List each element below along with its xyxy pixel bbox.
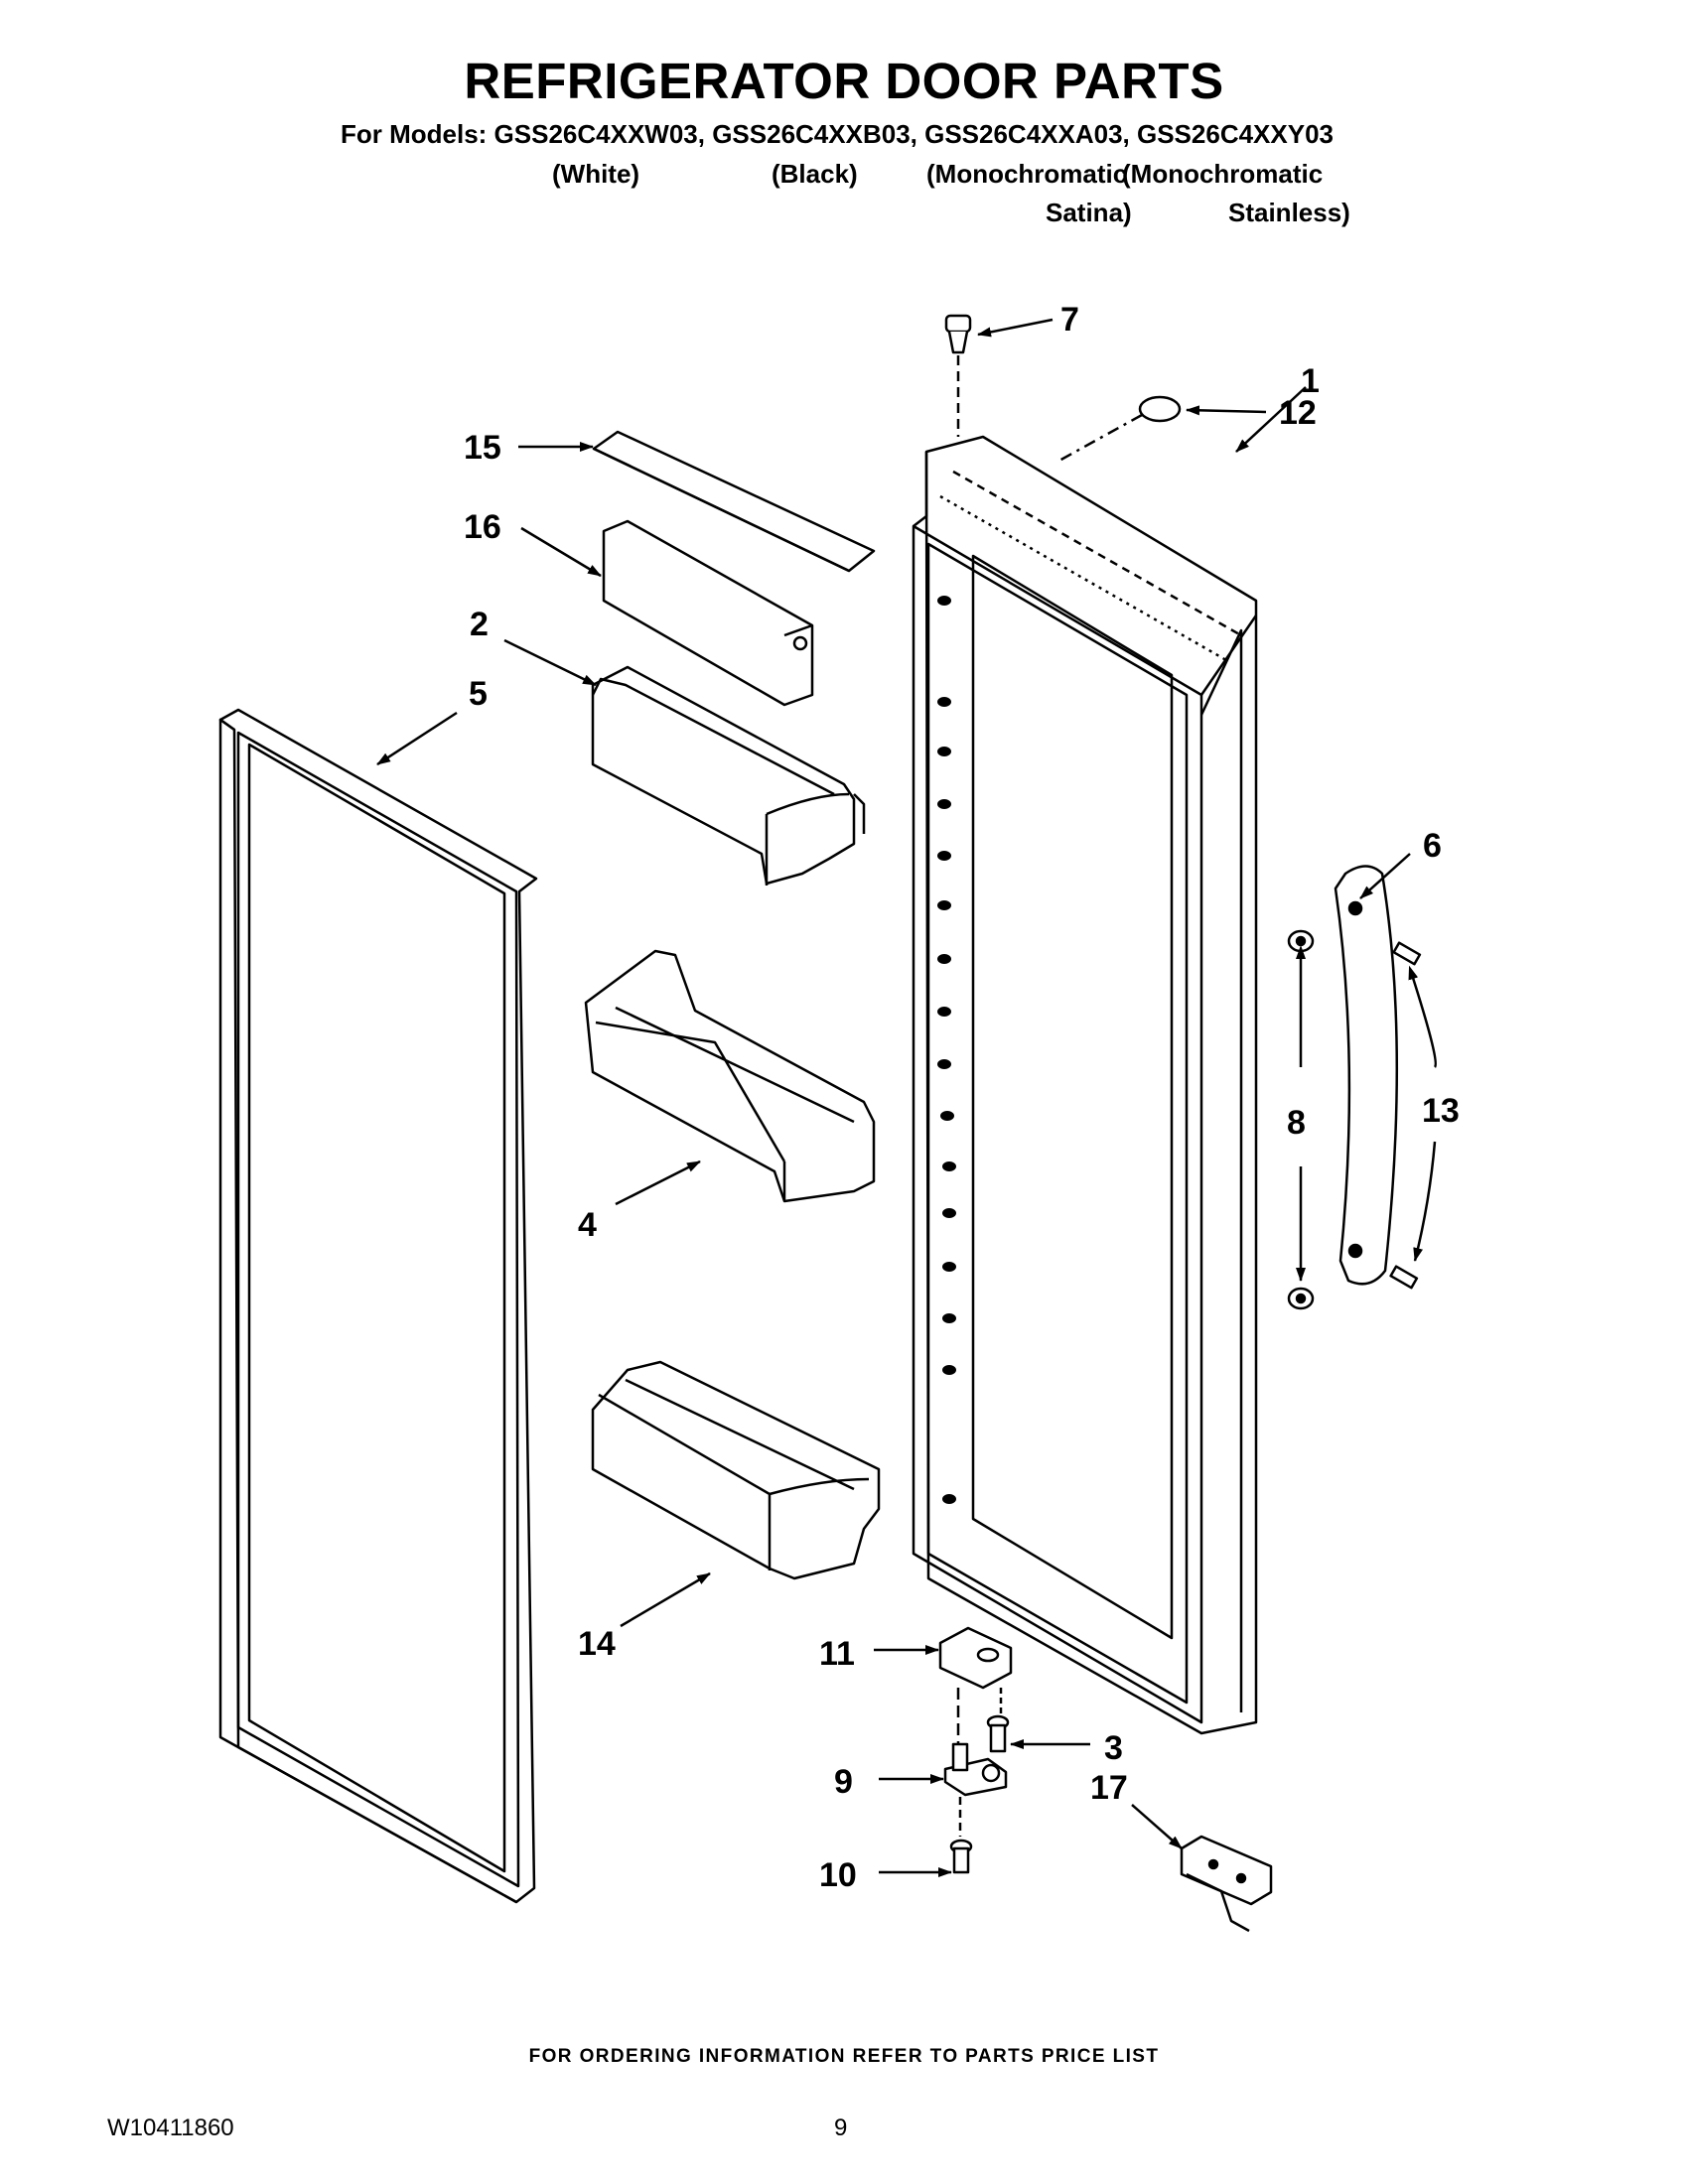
shelf-supports	[937, 596, 956, 1504]
door-gasket	[218, 708, 538, 1904]
shelf-front	[602, 519, 814, 707]
callout-2: 2	[470, 606, 489, 643]
upper-door-bin	[591, 665, 866, 886]
page-number: 9	[834, 2115, 848, 2141]
hinge-mounting-screw	[949, 1839, 973, 1874]
handle-screws	[1389, 941, 1422, 1290]
callout-13: 13	[1422, 1092, 1460, 1130]
bottom-bracket	[1180, 1835, 1273, 1933]
door-handle	[1334, 865, 1399, 1286]
hinge-screw	[986, 1688, 1010, 1753]
callout-6: 6	[1423, 827, 1442, 865]
variant-monochromatic-1: (Monochromatic	[926, 159, 1128, 189]
handle-spacers	[1287, 929, 1315, 1310]
variant-white: (White)	[552, 159, 640, 189]
callout-14: 14	[578, 1625, 616, 1663]
callout-15: 15	[464, 429, 501, 467]
bottom-hinge	[943, 1742, 1008, 1837]
shelf-trim	[592, 430, 876, 573]
callout-16: 16	[464, 508, 501, 546]
page-title: REFRIGERATOR DOOR PARTS	[464, 53, 1224, 109]
callout-7: 7	[1060, 301, 1079, 339]
callout-3: 3	[1104, 1729, 1123, 1767]
variant-black: (Black)	[772, 159, 858, 189]
document-number: W10411860	[107, 2115, 234, 2141]
callout-12: 12	[1279, 394, 1317, 432]
plug-button	[1138, 395, 1182, 423]
callout-1: 1	[1301, 362, 1320, 400]
callout-9: 9	[834, 1763, 853, 1801]
callout-10: 10	[819, 1856, 857, 1894]
callout-5: 5	[469, 675, 488, 713]
callout-17: 17	[1090, 1769, 1128, 1807]
lower-door-bin	[591, 1360, 881, 1580]
middle-door-bin	[584, 949, 876, 1203]
callout-8: 8	[1287, 1104, 1306, 1142]
door-liner	[912, 435, 1258, 1735]
callout-11: 11	[819, 1635, 855, 1673]
variant-stainless: Stainless)	[1228, 198, 1350, 227]
callout-labels: 1 2 3 4 5 6 7 8 9 10 11 12 13 14 15 16 1…	[464, 301, 1460, 1894]
callout-arrows	[376, 318, 1437, 1877]
variant-monochromatic-2: (Monochromatic	[1122, 159, 1324, 189]
hinge-bushing-top	[944, 314, 972, 437]
ordering-note: FOR ORDERING INFORMATION REFER TO PARTS …	[528, 2046, 1160, 2067]
callout-4: 4	[578, 1206, 597, 1244]
variant-satina: Satina)	[1046, 198, 1132, 227]
models-line: For Models: GSS26C4XXW03, GSS26C4XXB03, …	[341, 119, 1334, 149]
hinge-plate	[938, 1626, 1013, 1767]
